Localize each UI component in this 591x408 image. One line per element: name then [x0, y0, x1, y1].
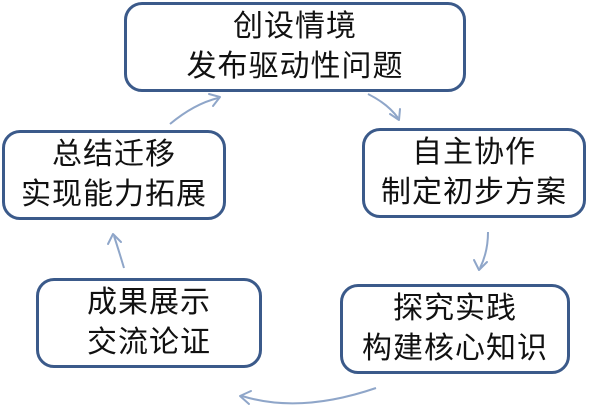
- arrow-n1-to-n2: [367, 93, 401, 121]
- node-collaborate-plan-line-2: 制定初步方案: [381, 175, 567, 210]
- node-collaborate-plan-line-1: 自主协作: [412, 135, 536, 171]
- node-explore-practice-line-1: 探究实践: [393, 291, 517, 327]
- arrow-n3-to-n4: [239, 387, 377, 405]
- arrow-n5-to-n1: [169, 93, 221, 125]
- node-present-results-line-2: 交流论证: [87, 325, 211, 360]
- arrow-n2-to-n3: [473, 231, 489, 271]
- node-present-results-line-1: 成果展示: [87, 285, 211, 321]
- node-summarize-transfer: 总结迁移 实现能力拓展: [2, 130, 226, 220]
- node-present-results: 成果展示 交流论证: [36, 278, 262, 368]
- arrow-n4-to-n5: [107, 233, 125, 269]
- node-explore-practice: 探究实践 构建核心知识: [340, 284, 570, 374]
- node-summarize-transfer-line-1: 总结迁移: [52, 137, 176, 173]
- node-summarize-transfer-line-2: 实现能力拓展: [21, 177, 207, 212]
- node-create-scenario: 创设情境 发布驱动性问题: [124, 2, 466, 92]
- node-create-scenario-line-2: 发布驱动性问题: [186, 49, 404, 84]
- node-create-scenario-line-1: 创设情境: [233, 9, 357, 45]
- node-collaborate-plan: 自主协作 制定初步方案: [362, 128, 586, 218]
- node-explore-practice-line-2: 构建核心知识: [362, 331, 548, 366]
